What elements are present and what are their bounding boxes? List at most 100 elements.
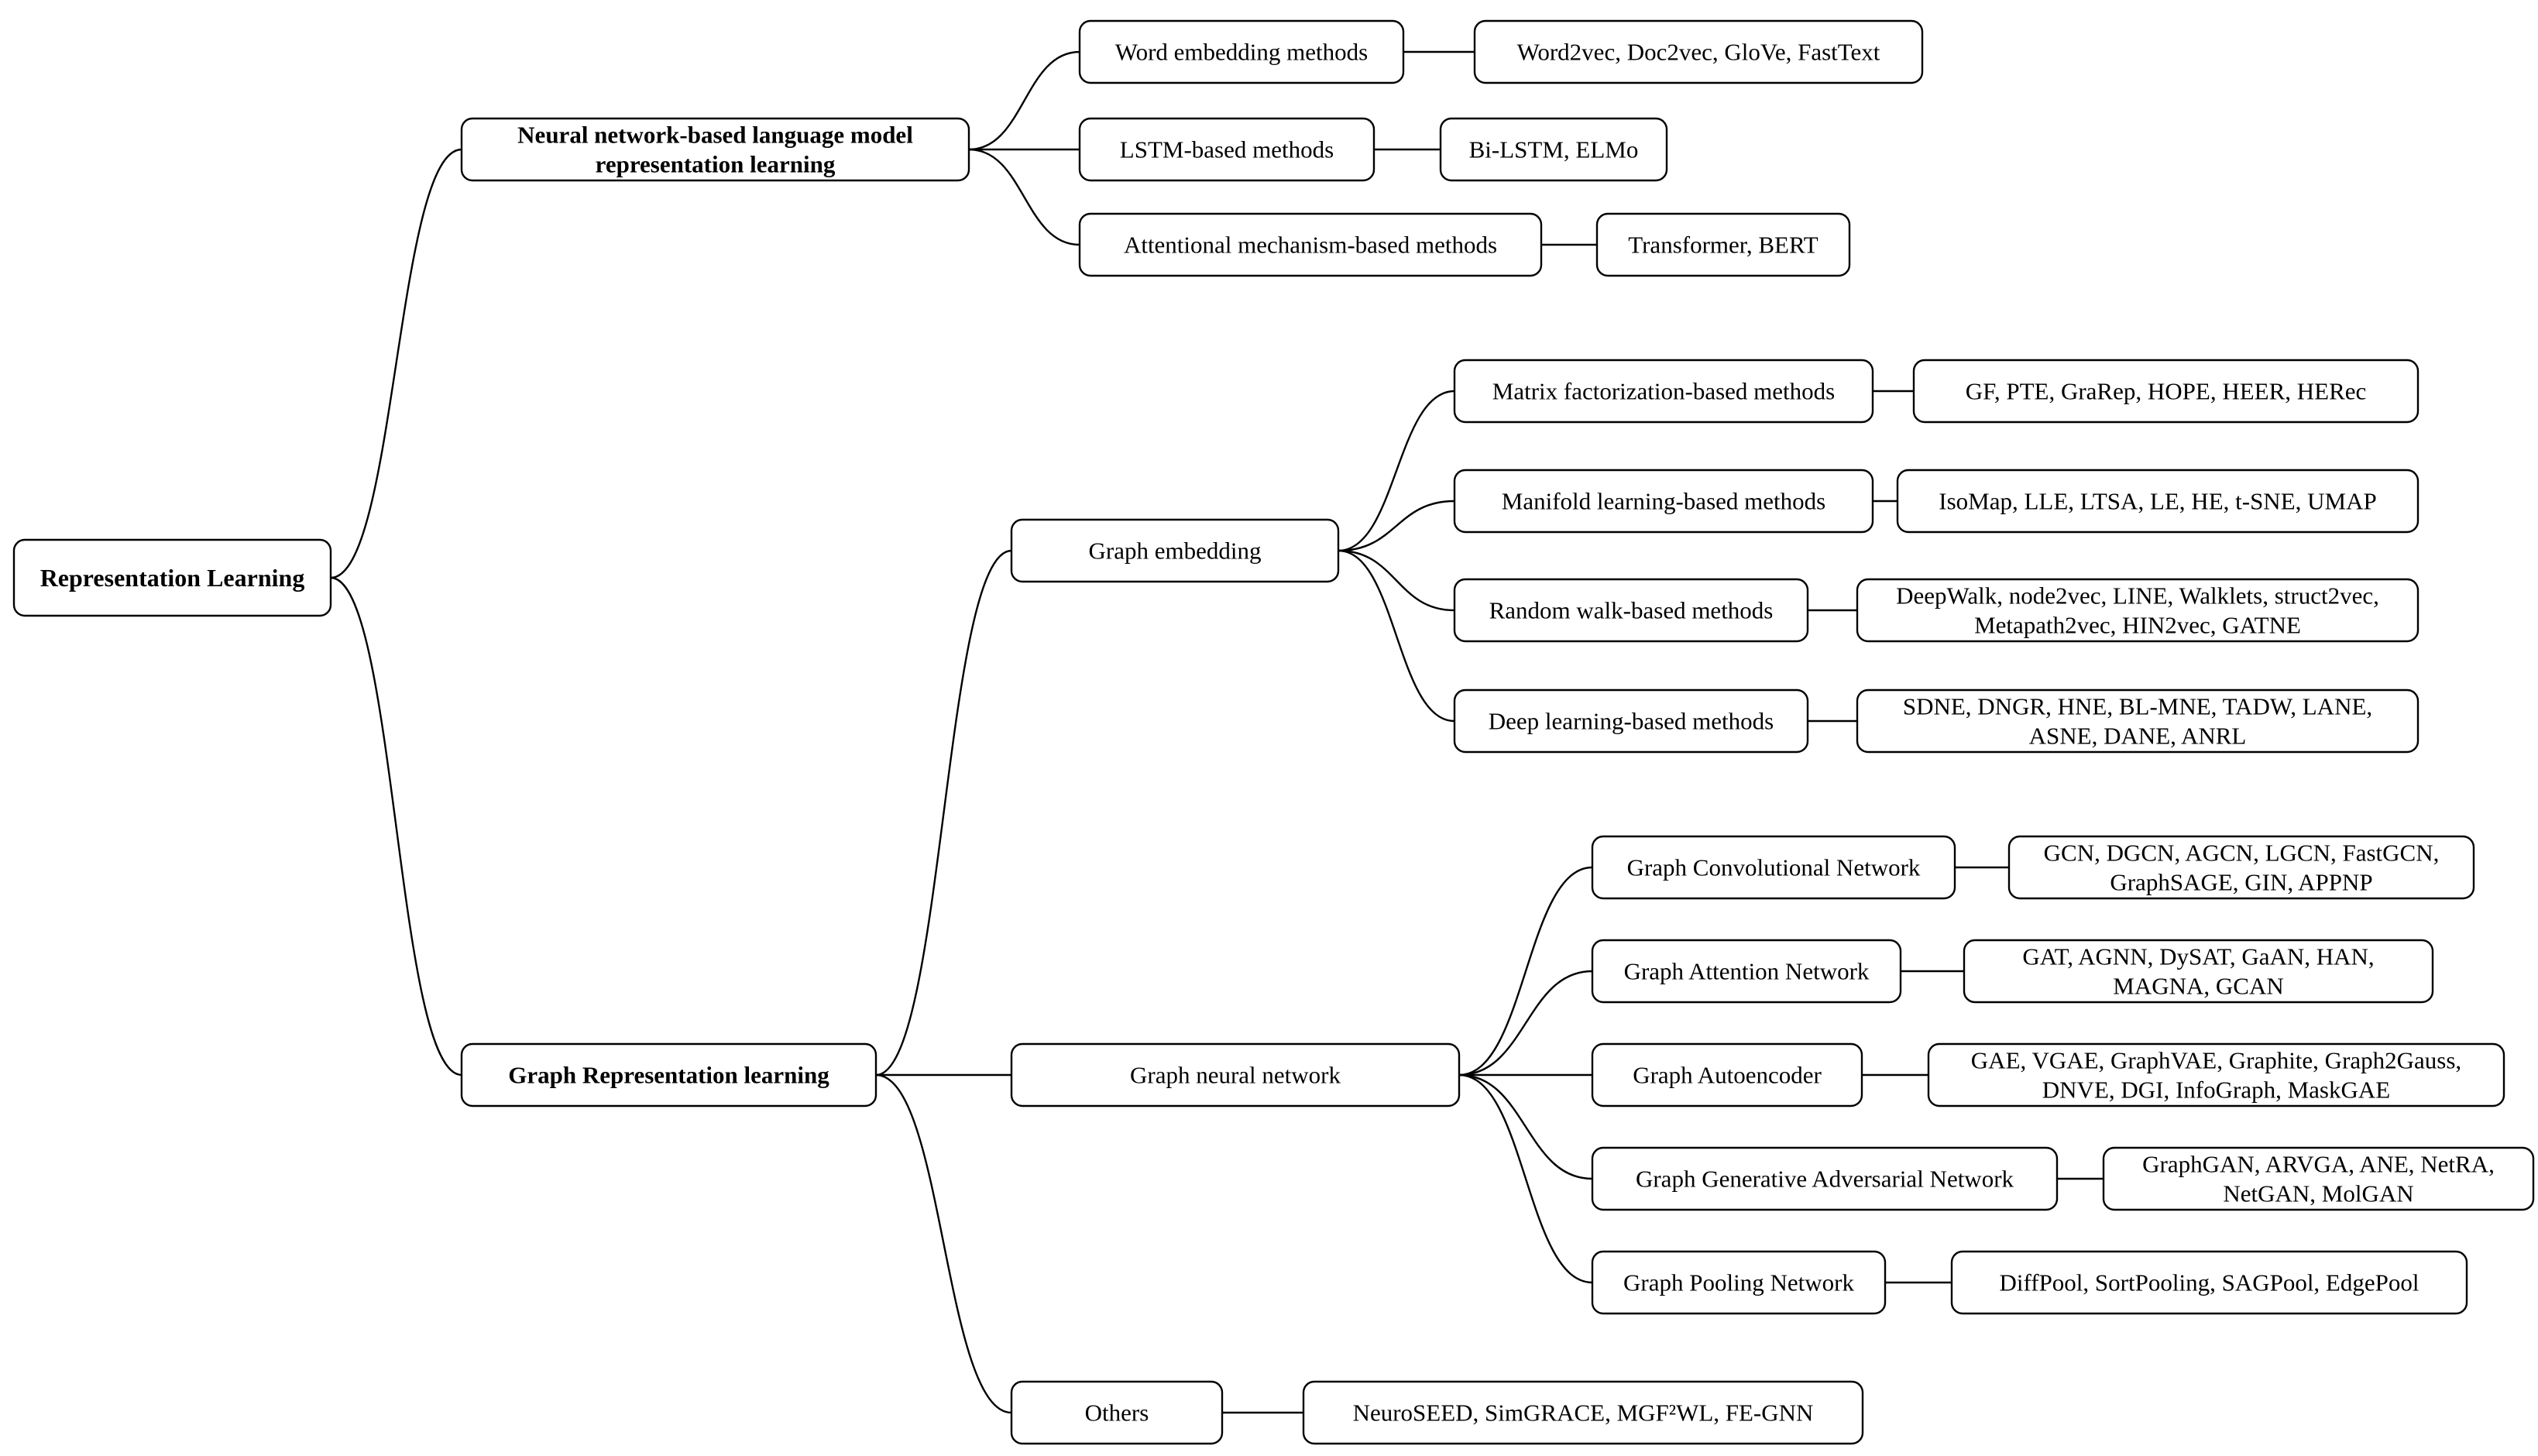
branch-neural-language-model-label: representation learning: [596, 150, 836, 177]
edge-root-to-graph-branch: [330, 576, 462, 1077]
method-manifold-learning-based-methods: Manifold learning-based methods: [1453, 469, 1874, 534]
root-node-label: Representation Learning: [40, 564, 305, 592]
gnn-type-graph-pooling-network: Graph Pooling Network: [1591, 1250, 1887, 1315]
subbranch-graph-neural-network-label: Graph neural network: [1130, 1062, 1341, 1089]
method-attentional-mechanism-based-methods: Attentional mechanism-based methods: [1078, 212, 1543, 277]
examples-graph-attention-network: GAT, AGNN, DySAT, GaAN, HAN,MAGNA, GCAN: [1963, 939, 2434, 1004]
edge-embedding-to-method-3: [1338, 549, 1455, 723]
edge-gnn-to-type-1: [1458, 970, 1593, 1077]
gnn-type-graph-autoencoder: Graph Autoencoder: [1591, 1042, 1863, 1107]
examples-word-embedding-methods-label: Word2vec, Doc2vec, GloVe, FastText: [1517, 39, 1880, 66]
gnn-type-graph-attention-network-box: [1591, 939, 1902, 1004]
examples-graph-pooling-network-box: [1950, 1250, 2468, 1315]
root-node: Representation Learning: [12, 538, 332, 617]
method-attentional-mechanism-based-methods-label: Attentional mechanism-based methods: [1124, 232, 1497, 259]
examples-attentional-mechanism-based-methods-label: Transformer, BERT: [1628, 232, 1818, 259]
examples-matrix-factorization-based-methods-box: [1912, 359, 2420, 424]
subbranch-graph-neural-network-box: [1010, 1042, 1461, 1107]
gnn-type-graph-autoencoder-label: Graph Autoencoder: [1633, 1062, 1822, 1089]
examples-word-embedding-methods: Word2vec, Doc2vec, GloVe, FastText: [1473, 19, 1924, 84]
method-word-embedding-methods-box: [1078, 19, 1405, 84]
subbranch-graph-neural-network: Graph neural network: [1010, 1042, 1461, 1107]
examples-attentional-mechanism-based-methods: Transformer, BERT: [1595, 212, 1851, 277]
subbranch-graph-embedding-label: Graph embedding: [1089, 537, 1262, 565]
method-lstm-based-methods: LSTM-based methods: [1078, 117, 1375, 182]
examples-others: NeuroSEED, SimGRACE, MGF²WL, FE-GNN: [1302, 1380, 1864, 1445]
examples-others-label: NeuroSEED, SimGRACE, MGF²WL, FE-GNN: [1353, 1399, 1814, 1427]
branch-graph-representation-label: Graph Representation learning: [508, 1062, 829, 1089]
gnn-type-graph-convolutional-network-label: Graph Convolutional Network: [1627, 854, 1921, 881]
method-lstm-based-methods-label: LSTM-based methods: [1120, 136, 1334, 163]
examples-others-box: [1302, 1380, 1864, 1445]
subbranch-others: Others: [1010, 1380, 1224, 1445]
examples-deep-learning-based-methods-box: [1856, 689, 2420, 754]
examples-graph-generative-adversarial-network: GraphGAN, ARVGA, ANE, NetRA,NetGAN, MolG…: [2102, 1146, 2535, 1211]
examples-graph-convolutional-network-label: GraphSAGE, GIN, APPNP: [2110, 868, 2372, 895]
subbranch-others-label: Others: [1085, 1399, 1149, 1427]
edge-embedding-to-method-2: [1338, 549, 1455, 612]
edge-graph-to-child-0: [875, 549, 1012, 1077]
method-attentional-mechanism-based-methods-box: [1078, 212, 1543, 277]
edge-root-to-neural-branch: [330, 148, 462, 579]
gnn-type-graph-convolutional-network: Graph Convolutional Network: [1591, 835, 1956, 900]
examples-attentional-mechanism-based-methods-box: [1595, 212, 1851, 277]
examples-graph-generative-adversarial-network-label: NetGAN, MolGAN: [2223, 1180, 2413, 1207]
method-deep-learning-based-methods-box: [1453, 689, 1809, 754]
branch-neural-language-model-box: [460, 117, 970, 182]
gnn-type-graph-attention-network: Graph Attention Network: [1591, 939, 1902, 1004]
gnn-type-graph-pooling-network-box: [1591, 1250, 1887, 1315]
method-random-walk-based-methods-label: Random walk-based methods: [1489, 597, 1774, 624]
branch-neural-language-model-label: Neural network-based language model: [517, 122, 913, 149]
gnn-type-graph-autoencoder-box: [1591, 1042, 1863, 1107]
examples-lstm-based-methods: Bi-LSTM, ELMo: [1439, 117, 1668, 182]
examples-manifold-learning-based-methods-label: IsoMap, LLE, LTSA, LE, HE, t-SNE, UMAP: [1939, 488, 2376, 515]
gnn-type-graph-generative-adversarial-network: Graph Generative Adversarial Network: [1591, 1146, 2059, 1211]
branch-graph-representation: Graph Representation learning: [460, 1042, 877, 1107]
method-random-walk-based-methods: Random walk-based methods: [1453, 578, 1809, 643]
examples-graph-generative-adversarial-network-label: GraphGAN, ARVGA, ANE, NetRA,: [2142, 1151, 2495, 1178]
examples-random-walk-based-methods: DeepWalk, node2vec, LINE, Walklets, stru…: [1856, 578, 2420, 643]
examples-lstm-based-methods-label: Bi-LSTM, ELMo: [1469, 136, 1639, 163]
examples-graph-generative-adversarial-network-box: [2102, 1146, 2535, 1211]
examples-matrix-factorization-based-methods-label: GF, PTE, GraRep, HOPE, HEER, HERec: [1966, 378, 2367, 405]
connector-lines: [330, 50, 2104, 1414]
examples-graph-autoencoder-label: GAE, VGAE, GraphVAE, Graphite, Graph2Gau…: [1971, 1047, 2461, 1074]
method-matrix-factorization-based-methods: Matrix factorization-based methods: [1453, 359, 1874, 424]
method-lstm-based-methods-box: [1078, 117, 1375, 182]
edge-graph-to-child-2: [875, 1073, 1012, 1414]
examples-random-walk-based-methods-label: Metapath2vec, HIN2vec, GATNE: [1974, 611, 2301, 638]
examples-graph-attention-network-box: [1963, 939, 2434, 1004]
edge-gnn-to-type-0: [1458, 866, 1593, 1077]
root-node-box: [12, 538, 332, 617]
edge-embedding-to-method-1: [1338, 500, 1455, 552]
examples-matrix-factorization-based-methods: GF, PTE, GraRep, HOPE, HEER, HERec: [1912, 359, 2420, 424]
examples-word-embedding-methods-box: [1473, 19, 1924, 84]
method-deep-learning-based-methods: Deep learning-based methods: [1453, 689, 1809, 754]
branch-graph-representation-box: [460, 1042, 877, 1107]
examples-graph-autoencoder-label: DNVE, DGI, InfoGraph, MaskGAE: [2042, 1076, 2390, 1103]
edge-gnn-to-type-3: [1458, 1073, 1593, 1180]
subbranch-graph-embedding: Graph embedding: [1010, 518, 1340, 583]
examples-graph-pooling-network: DiffPool, SortPooling, SAGPool, EdgePool: [1950, 1250, 2468, 1315]
examples-deep-learning-based-methods-label: ASNE, DANE, ANRL: [2029, 722, 2247, 749]
subbranch-graph-embedding-box: [1010, 518, 1340, 583]
method-matrix-factorization-based-methods-label: Matrix factorization-based methods: [1492, 378, 1835, 405]
gnn-type-graph-pooling-network-label: Graph Pooling Network: [1623, 1269, 1854, 1296]
edge-neural-to-method-2: [968, 148, 1080, 246]
method-random-walk-based-methods-box: [1453, 578, 1809, 643]
examples-manifold-learning-based-methods-box: [1896, 469, 2420, 534]
examples-deep-learning-based-methods-label: SDNE, DNGR, HNE, BL-MNE, TADW, LANE,: [1903, 693, 2372, 720]
subbranch-others-box: [1010, 1380, 1224, 1445]
method-word-embedding-methods: Word embedding methods: [1078, 19, 1405, 84]
examples-deep-learning-based-methods: SDNE, DNGR, HNE, BL-MNE, TADW, LANE,ASNE…: [1856, 689, 2420, 754]
examples-graph-pooling-network-label: DiffPool, SortPooling, SAGPool, EdgePool: [1999, 1269, 2419, 1296]
method-matrix-factorization-based-methods-box: [1453, 359, 1874, 424]
gnn-type-graph-generative-adversarial-network-box: [1591, 1146, 2059, 1211]
method-manifold-learning-based-methods-box: [1453, 469, 1874, 534]
edge-gnn-to-type-4: [1458, 1073, 1593, 1284]
taxonomy-nodes: Representation Learning Neural network-ba…: [12, 19, 2535, 1445]
examples-graph-convolutional-network-box: [2007, 835, 2475, 900]
edge-embedding-to-method-0: [1338, 390, 1455, 552]
gnn-type-graph-convolutional-network-box: [1591, 835, 1956, 900]
